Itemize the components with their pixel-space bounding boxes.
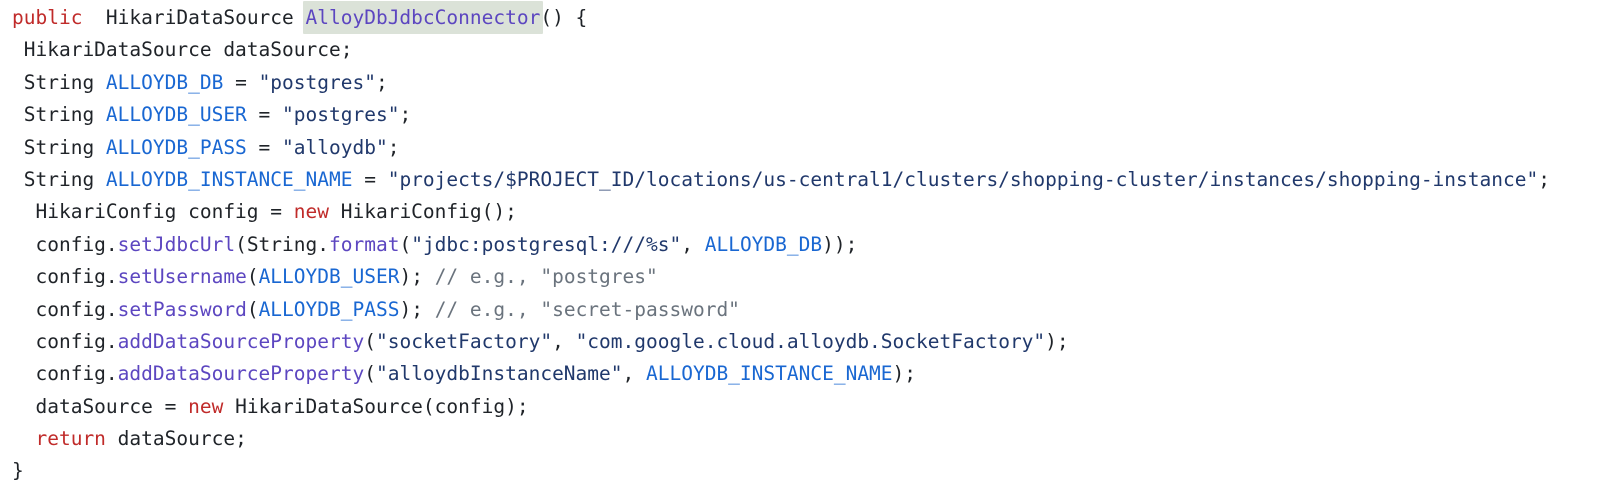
code-token: String (12, 70, 106, 94)
code-line: HikariConfig config = new HikariConfig()… (12, 196, 1600, 228)
code-token: ALLOYDB_USER (105, 103, 247, 127)
code-token: "socketFactory" (375, 329, 553, 353)
code-token: = (352, 167, 388, 191)
code-token: = (223, 70, 259, 94)
code-token: HikariDataSource(config); (223, 394, 529, 418)
code-line: config.addDataSourceProperty("socketFact… (12, 326, 1600, 358)
code-token: ); (399, 297, 435, 321)
code-token: ALLOYDB_DB (105, 70, 224, 94)
code-token: ( (246, 297, 259, 321)
code-token: String (12, 167, 106, 191)
code-token: HikariDataSource (82, 6, 306, 29)
code-token: ALLOYDB_DB (704, 232, 823, 256)
code-token: ); (892, 362, 917, 386)
code-line: } (12, 455, 1600, 487)
code-token: "alloydb" (282, 135, 388, 159)
code-token: )); (822, 232, 858, 256)
code-token: ALLOYDB_PASS (258, 297, 400, 321)
code-token: , (681, 232, 705, 256)
code-token: ALLOYDB_USER (258, 265, 400, 289)
code-token: ALLOYDB_INSTANCE_NAME (646, 362, 893, 386)
code-line: String ALLOYDB_DB = "postgres"; (12, 67, 1600, 99)
code-token: return (35, 427, 106, 451)
code-token: ; (1538, 167, 1550, 191)
code-token: new (188, 394, 224, 418)
highlighted-symbol: AlloyDbJdbcConnector (302, 1, 544, 34)
code-token: format (329, 232, 400, 256)
code-token: ALLOYDB_INSTANCE_NAME (105, 167, 353, 191)
code-token: addDataSourceProperty (117, 329, 365, 353)
code-token: } (12, 459, 24, 483)
code-line: config.setPassword(ALLOYDB_PASS); // e.g… (12, 294, 1600, 326)
code-token: "com.google.cloud.alloydb.SocketFactory" (575, 329, 1046, 353)
code-token: ( (364, 362, 376, 386)
code-token: config. (12, 232, 118, 256)
code-token: HikariConfig config = (12, 200, 294, 224)
code-token: setUsername (117, 265, 247, 289)
code-token: public (12, 6, 83, 29)
code-token: setJdbcUrl (117, 232, 236, 256)
code-token: , (622, 362, 646, 386)
code-line: dataSource = new HikariDataSource(config… (12, 391, 1600, 423)
code-token: new (293, 200, 329, 224)
code-line: public HikariDataSource AlloyDbJdbcConne… (12, 1, 1600, 34)
code-token: HikariConfig(); (329, 200, 517, 224)
code-token: ( (246, 265, 259, 289)
code-token: config. (12, 362, 118, 386)
code-token: "alloydbInstanceName" (375, 362, 623, 386)
code-token: () { (540, 6, 588, 29)
code-token: String (12, 135, 106, 159)
code-token: String (12, 103, 106, 127)
code-token: ALLOYDB_PASS (105, 135, 247, 159)
code-line: config.setJdbcUrl(String.format("jdbc:po… (12, 229, 1600, 261)
code-token: ( (399, 232, 412, 256)
code-token: config. (12, 329, 118, 353)
code-token: = (246, 103, 283, 127)
code-token: ; (387, 135, 400, 159)
code-token: dataSource; (105, 427, 247, 451)
code-token: addDataSourceProperty (117, 362, 365, 386)
code-token: ; (399, 103, 412, 127)
code-token: config. (12, 297, 118, 321)
code-token: ); (399, 265, 435, 289)
code-token: (String. (235, 232, 329, 256)
code-token: dataSource = (12, 394, 189, 418)
code-line: String ALLOYDB_INSTANCE_NAME = "projects… (12, 164, 1600, 196)
code-token: , (552, 329, 576, 353)
code-token: config. (12, 265, 118, 289)
code-token: // e.g., "postgres" (434, 265, 658, 289)
code-token: ( (364, 329, 376, 353)
code-token: "projects/$PROJECT_ID/locations/us-centr… (387, 167, 1539, 191)
code-line: HikariDataSource dataSource; (12, 34, 1600, 66)
code-line: return dataSource; (12, 423, 1600, 455)
code-line: config.addDataSourceProperty("alloydbIns… (12, 358, 1600, 390)
code-line: String ALLOYDB_USER = "postgres"; (12, 99, 1600, 131)
code-token: ; (375, 70, 388, 94)
code-token: "jdbc:postgresql:///%s" (411, 232, 682, 256)
code-token: = (246, 135, 283, 159)
code-token: "postgres" (282, 103, 400, 127)
code-token: "postgres" (258, 70, 376, 94)
code-token: ); (1045, 329, 1069, 353)
code-token: // e.g., "secret-password" (434, 297, 740, 321)
code-line: String ALLOYDB_PASS = "alloydb"; (12, 132, 1600, 164)
code-token: setPassword (117, 297, 247, 321)
code-token (12, 427, 35, 450)
code-line: config.setUsername(ALLOYDB_USER); // e.g… (12, 261, 1600, 293)
code-token: HikariDataSource dataSource; (12, 38, 353, 62)
